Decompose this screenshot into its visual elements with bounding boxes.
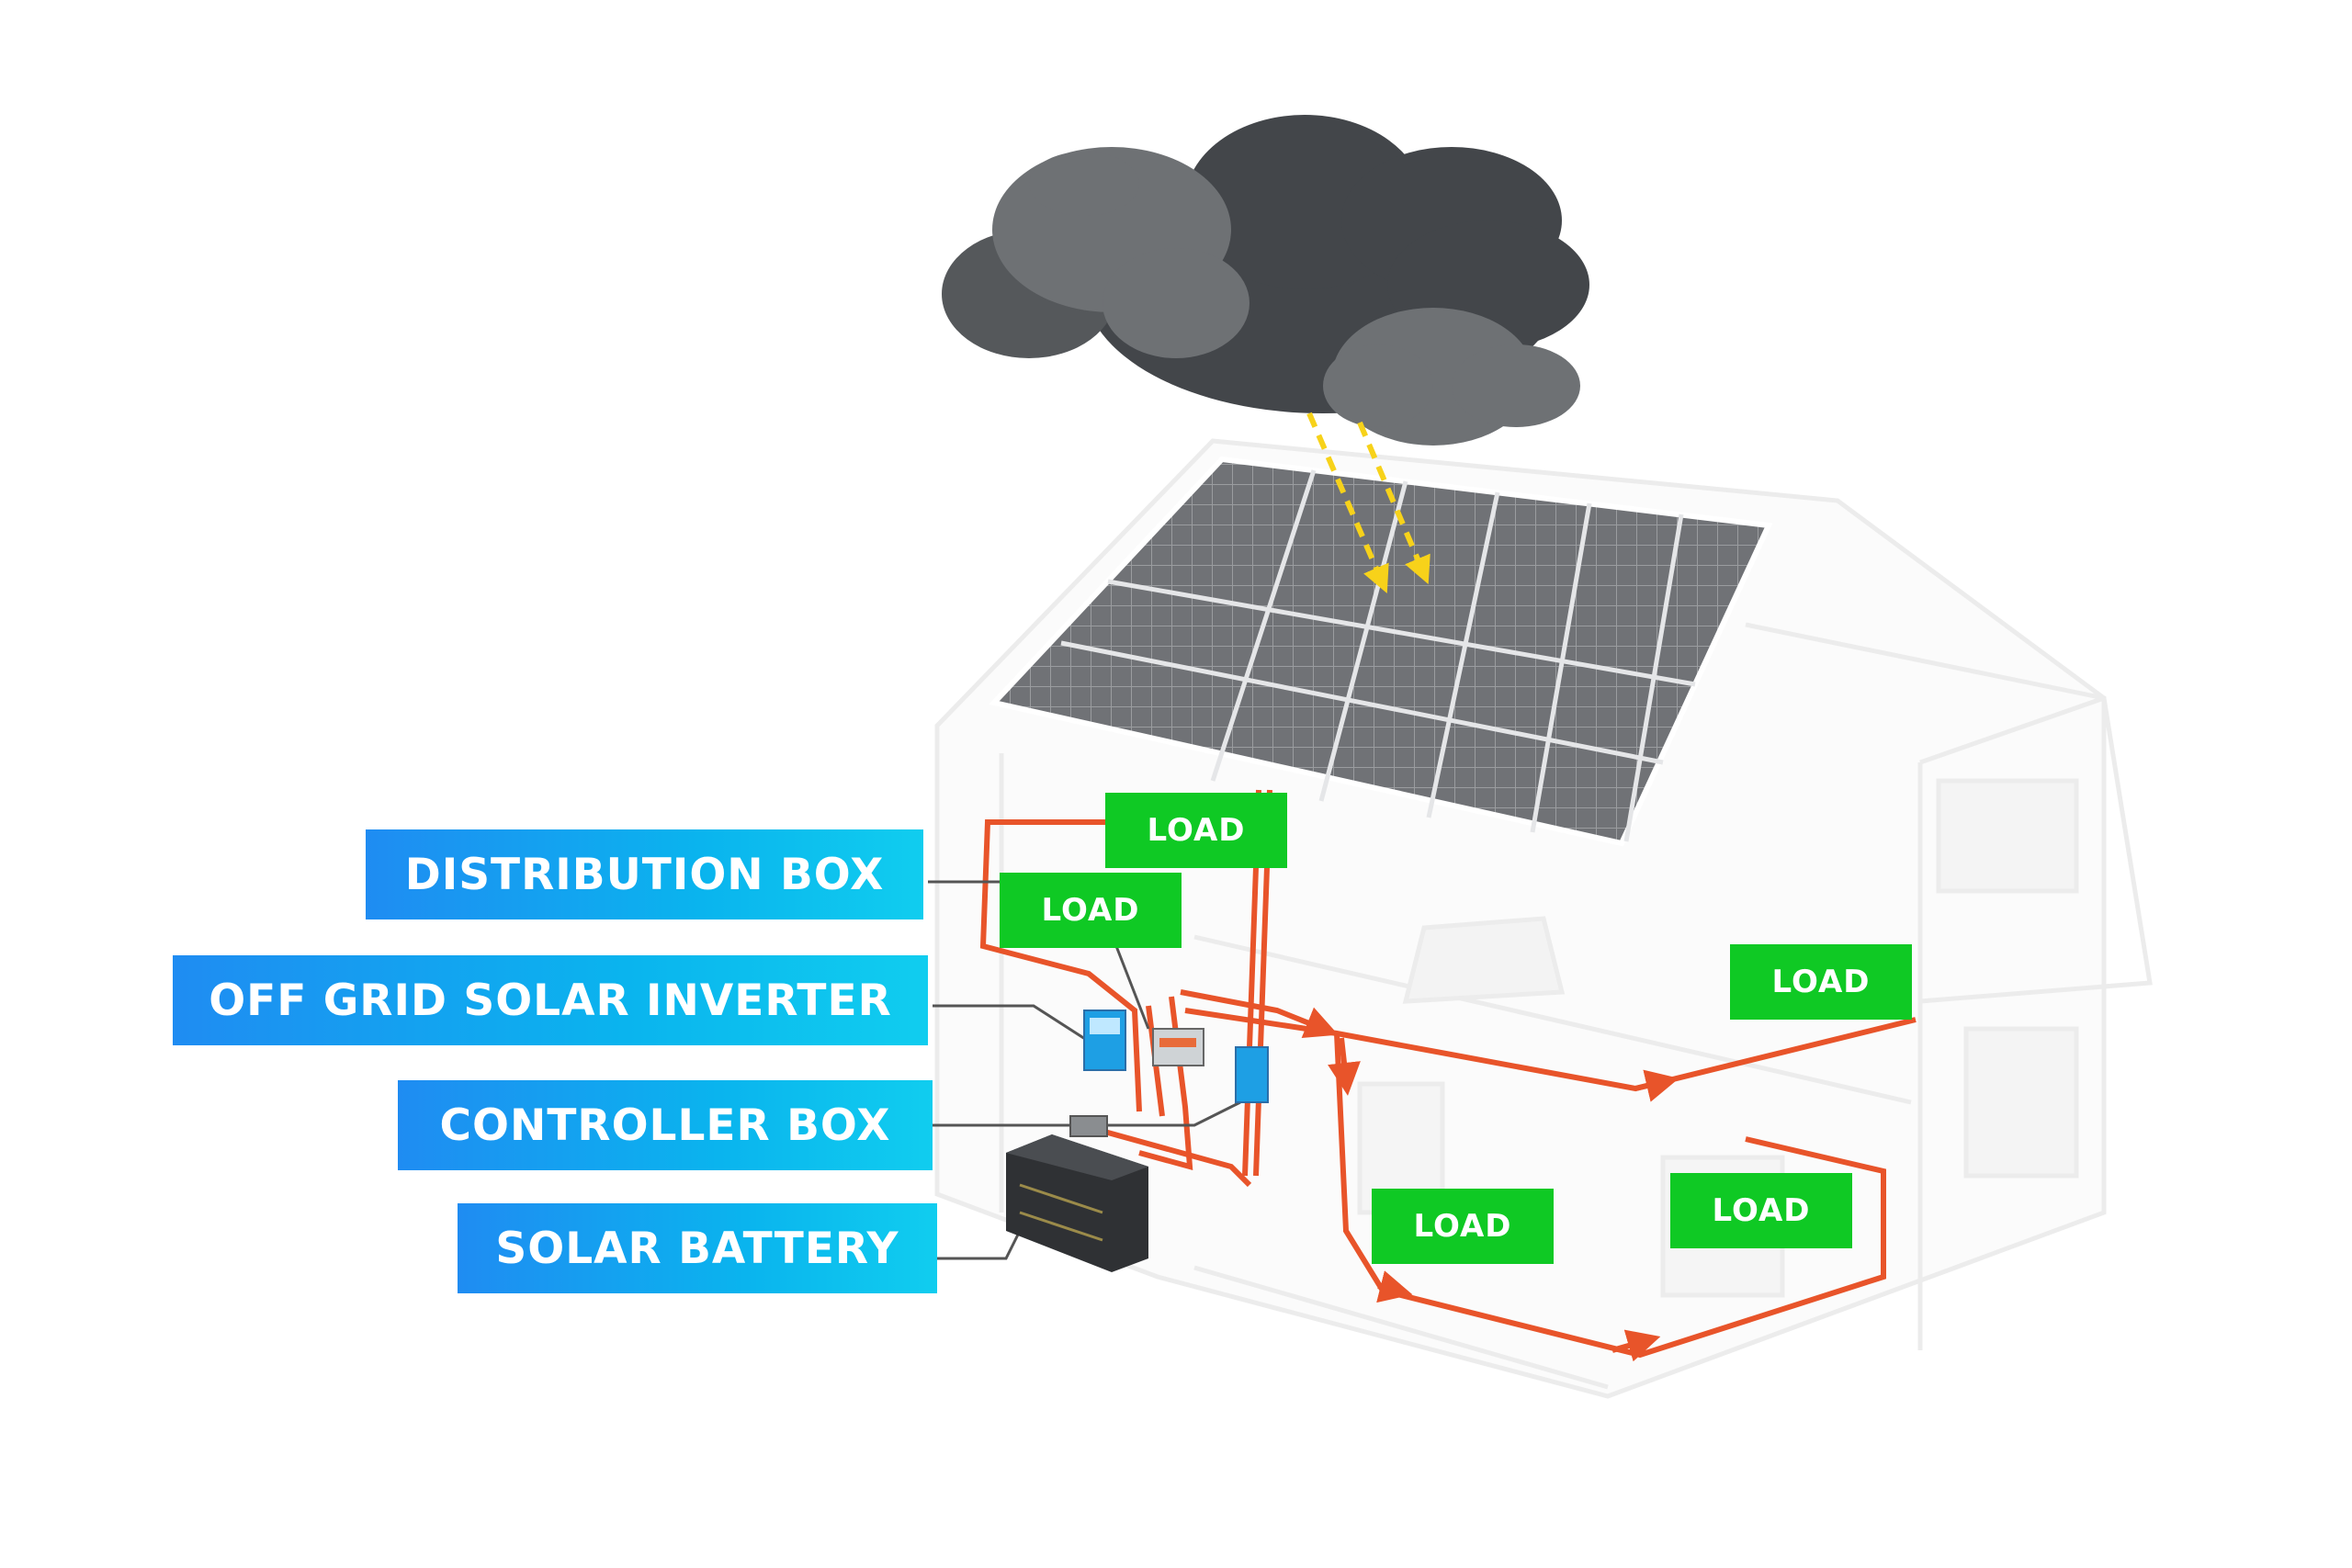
- load-tag: LOAD: [1730, 944, 1912, 1020]
- off-grid-inverter-label: OFF GRID SOLAR INVERTER: [173, 955, 928, 1045]
- solar-panel-array: [989, 456, 1773, 847]
- load-tag-text: LOAD: [1771, 964, 1871, 1000]
- load-tag-text: LOAD: [1712, 1192, 1811, 1229]
- distribution-box-label: DISTRIBUTION BOX: [366, 829, 923, 919]
- load-tag: LOAD: [1372, 1189, 1554, 1264]
- controller-box-text: CONTROLLER BOX: [439, 1100, 891, 1151]
- load-tag: LOAD: [1000, 873, 1182, 948]
- battery-bank: [1006, 1134, 1148, 1272]
- inverter-unit: [1083, 1010, 1126, 1071]
- load-tag-text: LOAD: [1413, 1208, 1512, 1245]
- power-wiring: [979, 789, 1917, 1362]
- controller-box-label: CONTROLLER BOX: [398, 1080, 933, 1170]
- solar-battery-label: SOLAR BATTERY: [458, 1203, 937, 1293]
- load-tag-text: LOAD: [1041, 892, 1140, 929]
- distribution-box-text: DISTRIBUTION BOX: [404, 849, 885, 900]
- off-grid-inverter-text: OFF GRID SOLAR INVERTER: [209, 975, 892, 1026]
- controller-box-unit: [1069, 1115, 1108, 1137]
- charge-controller-unit: [1235, 1046, 1269, 1103]
- distribution-panel-unit: [1152, 1028, 1204, 1066]
- load-tag-text: LOAD: [1147, 812, 1246, 849]
- load-tag: LOAD: [1105, 793, 1287, 868]
- sunbeam-arrows: [1306, 412, 1430, 594]
- solar-battery-text: SOLAR BATTERY: [495, 1223, 899, 1274]
- storm-cloud: [942, 115, 1589, 446]
- load-tag: LOAD: [1670, 1173, 1852, 1248]
